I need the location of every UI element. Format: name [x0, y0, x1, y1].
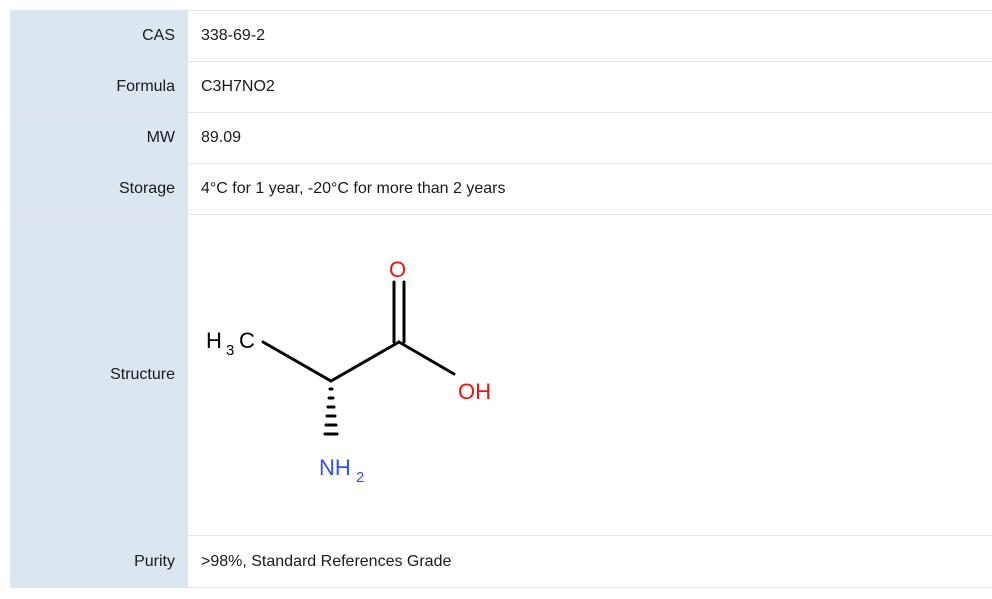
atom-methyl-sub: 3: [226, 342, 234, 359]
spec-label-mw: MW: [10, 112, 188, 164]
product-spec-table: CAS 338-69-2 Formula C3H7NO2 MW 89.09 St…: [10, 10, 992, 588]
atom-amine-nh: NH: [319, 455, 351, 480]
spec-value-formula: C3H7NO2: [188, 61, 992, 113]
spec-label-purity: Purity: [10, 535, 188, 588]
spec-value-purity: >98%, Standard References Grade: [188, 535, 992, 588]
bond-alpha-amine-hashed: [323, 387, 339, 436]
spec-value-structure: H 3 C: [188, 214, 992, 536]
spec-value-storage: 4°C for 1 year, -20°C for more than 2 ye…: [188, 163, 992, 215]
atom-carbonyl-oxygen: O: [389, 257, 406, 282]
spec-label-cas: CAS: [10, 10, 188, 62]
spec-row-structure: Structure H 3 C: [10, 214, 992, 536]
spec-value-mw: 89.09: [188, 112, 992, 164]
spec-row-cas: CAS 338-69-2: [10, 10, 992, 62]
molecule-structure-image: H 3 C: [206, 257, 491, 486]
spec-row-mw: MW 89.09: [10, 112, 992, 164]
bond-methyl-alpha: [261, 340, 333, 383]
atom-methyl-h: H: [206, 328, 222, 353]
spec-row-purity: Purity >98%, Standard References Grade: [10, 535, 992, 588]
bond-alpha-carboxyl: [329, 340, 401, 383]
spec-label-storage: Storage: [10, 163, 188, 215]
spec-row-formula: Formula C3H7NO2: [10, 61, 992, 113]
atom-amine-sub: 2: [356, 469, 364, 486]
spec-label-formula: Formula: [10, 61, 188, 113]
bond-carboxyl-hydroxyl: [397, 340, 456, 376]
atom-methyl-c: C: [239, 328, 255, 353]
spec-label-structure: Structure: [10, 214, 188, 536]
spec-row-storage: Storage 4°C for 1 year, -20°C for more t…: [10, 163, 992, 215]
atom-hydroxyl: OH: [458, 379, 491, 404]
spec-value-cas: 338-69-2: [188, 10, 992, 62]
